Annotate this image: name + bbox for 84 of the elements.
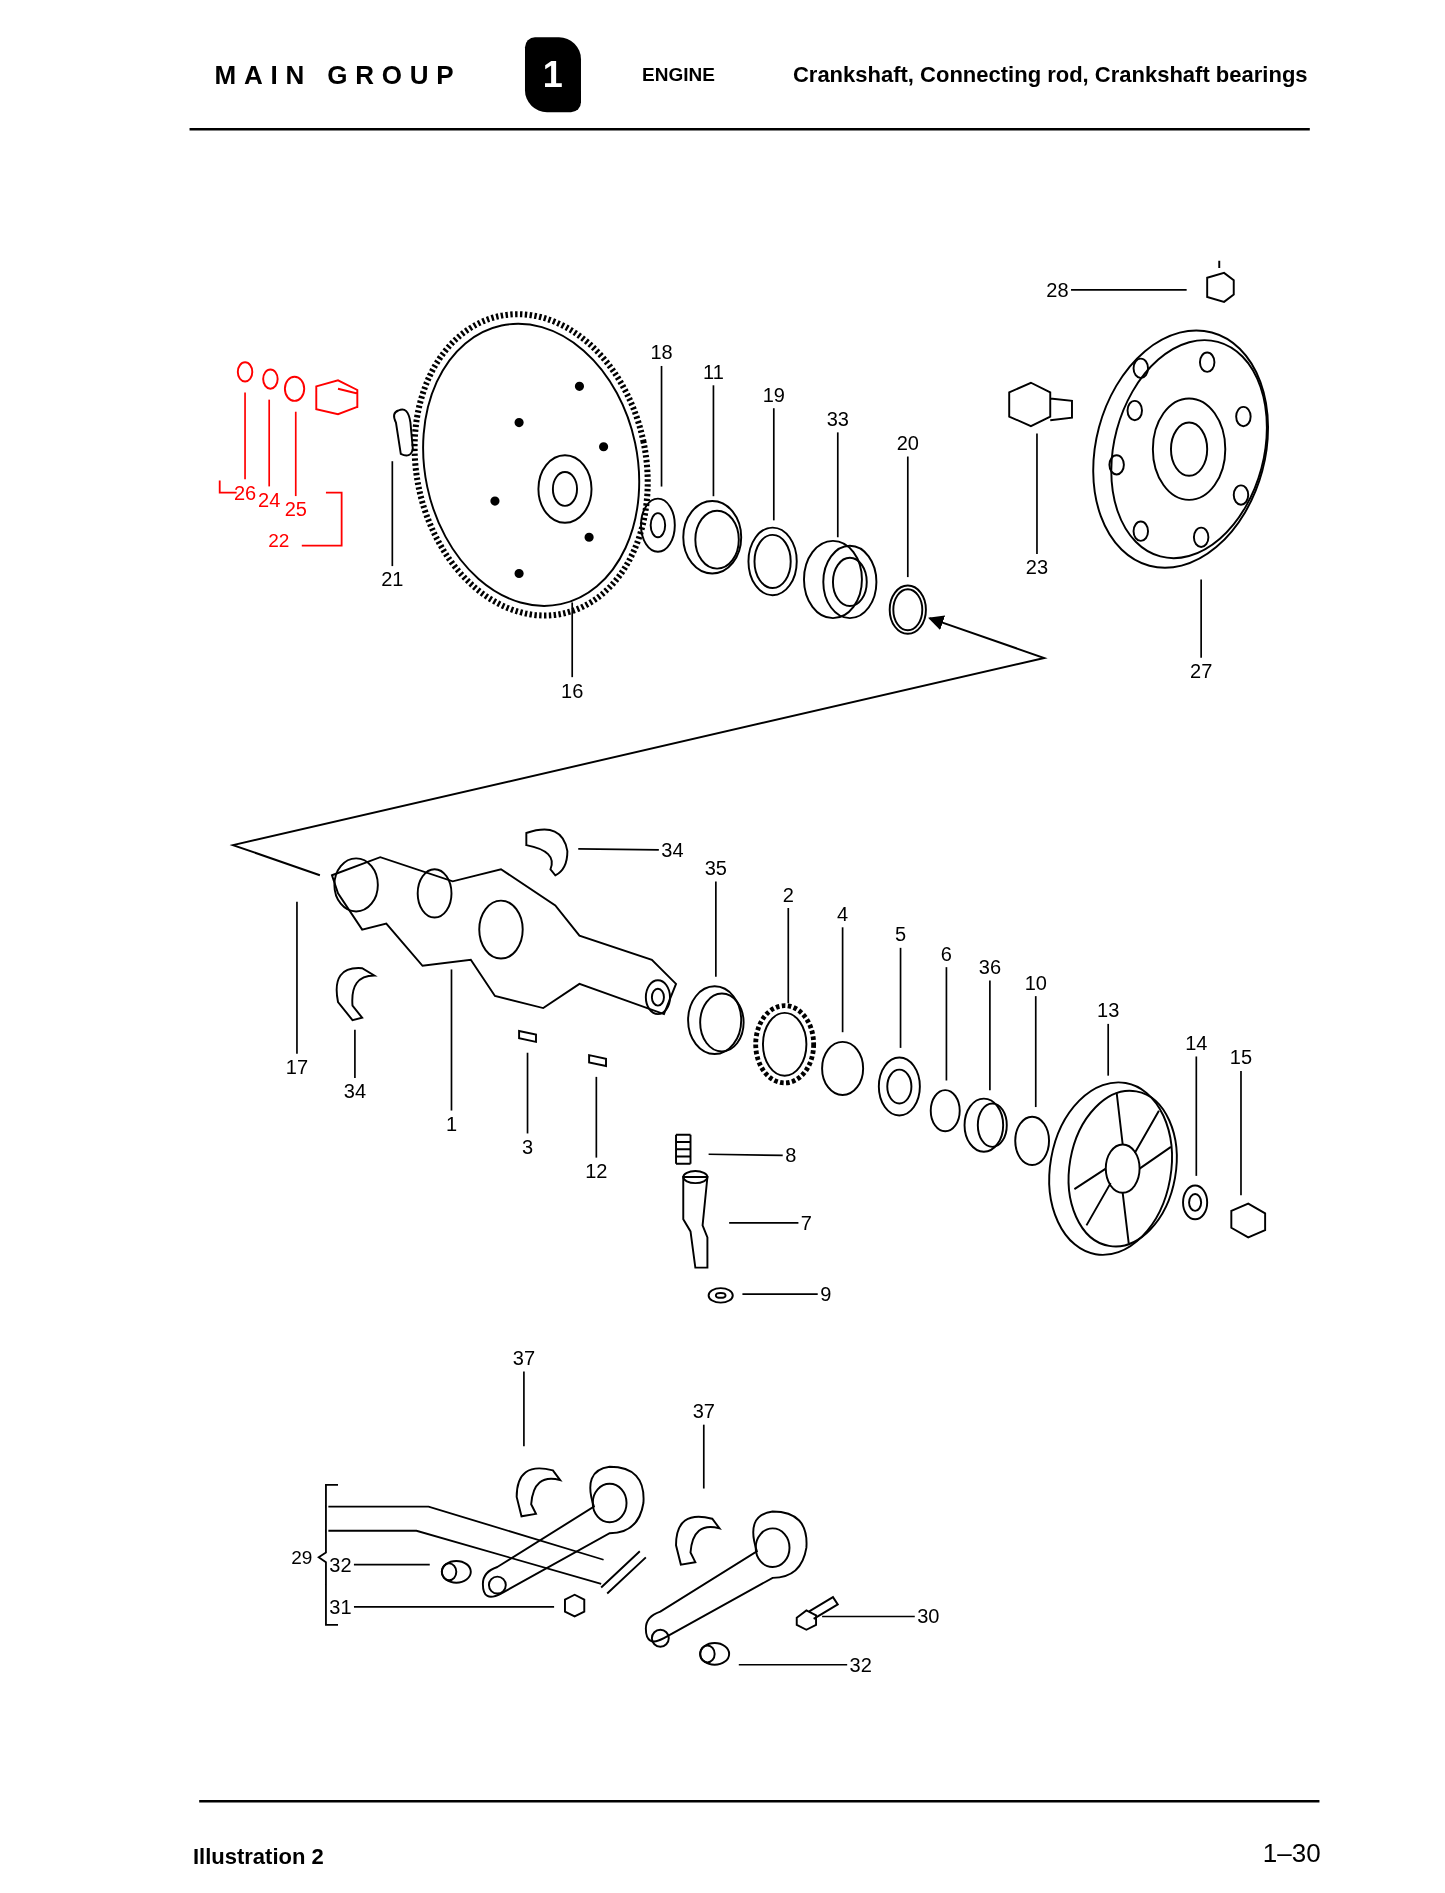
chapter-badge: 1 [524,37,581,113]
leader-line [906,455,909,578]
callout-number: 32 [849,1653,872,1676]
leader-line [737,1663,849,1666]
leader-line [899,947,902,1049]
leader-line [836,431,839,539]
callout-number: 28 [1046,278,1069,301]
callout-number: 3 [521,1135,534,1158]
callout-number: 11 [703,360,724,383]
callout-number: 12 [585,1159,608,1182]
leader-line [728,1222,800,1224]
callout-number: 16 [561,679,584,702]
leader-line [577,848,660,851]
section-heading: MAIN GROUP [214,60,462,90]
callout-number: 35 [704,856,727,879]
leader-line [1195,1055,1198,1177]
callout-number: 7 [800,1211,812,1234]
callout-number: 22 [268,530,290,552]
illustration-number: Illustration 2 [192,1844,324,1869]
leader-line [741,1293,819,1295]
callout-number: 30 [917,1605,940,1628]
callout-number: 18 [650,341,673,364]
callout-number: 26 [233,481,257,504]
callout-number: 20 [896,432,919,455]
callout-number: 34 [343,1080,367,1103]
callout-number: 33 [826,407,849,430]
leader-line [787,907,790,1005]
callout-number: 6 [940,942,952,965]
callout-number: 4 [837,902,849,925]
callout-number: 25 [284,498,307,521]
leader-line [1240,1070,1242,1197]
leader-line [450,968,453,1112]
leader-line [715,880,717,978]
callout-number: 24 [258,488,281,511]
leader-line [660,365,663,488]
callout-number: 27 [1190,660,1213,683]
leader-line [353,1605,555,1608]
leader-line [772,407,775,522]
leader-line [571,601,574,678]
leader-line [1034,995,1037,1108]
leader-line [1200,578,1202,659]
leader-line [523,1370,525,1448]
callout-number: 19 [762,383,785,406]
callout-number: 15 [1229,1046,1253,1069]
leader-line [595,1076,598,1159]
callout-number: 34 [661,838,684,861]
callout-number: 8 [785,1144,797,1167]
leader-line [821,1615,916,1618]
callout-number: 1 [445,1112,458,1135]
callout-number: 14 [1185,1032,1208,1054]
leader-line [841,926,844,1034]
callout-number: 29 [291,1548,313,1569]
callout-number: 13 [1097,999,1120,1022]
callout-number: 9 [820,1283,832,1306]
leader-line [268,398,271,488]
leader-line [712,384,715,498]
callout-number: 36 [978,955,1001,978]
callout-number: 10 [1024,971,1047,994]
leader-line [526,1051,529,1135]
leader-line [1036,432,1038,555]
leader-line [244,391,246,481]
page-title: Crankshaft, Connecting rod, Crankshaft bearings [792,62,1308,87]
callout-number: 37 [692,1400,715,1423]
leader-line [989,979,991,1091]
callout-number: 17 [285,1056,309,1079]
callout-number: 23 [1025,556,1049,579]
leader-line [702,1423,705,1490]
leader-line [296,901,298,1055]
leader-line [945,966,948,1082]
callout-number: 32 [329,1553,352,1576]
callout-number: 2 [782,883,794,906]
leader-line [707,1153,784,1157]
leader-line [1107,1023,1110,1077]
callout-number: 37 [512,1347,536,1370]
callout-number: 31 [329,1595,352,1618]
leader-line [353,1563,431,1566]
callout-number: 5 [895,923,907,946]
leader-line [391,460,394,567]
section-heading: ENGINE [642,64,715,86]
callout-number: 21 [381,568,404,591]
leader-line [354,1028,356,1079]
page-number: 1–30 [1262,1838,1321,1868]
leader-line [294,410,297,497]
leader-line [1070,288,1188,291]
